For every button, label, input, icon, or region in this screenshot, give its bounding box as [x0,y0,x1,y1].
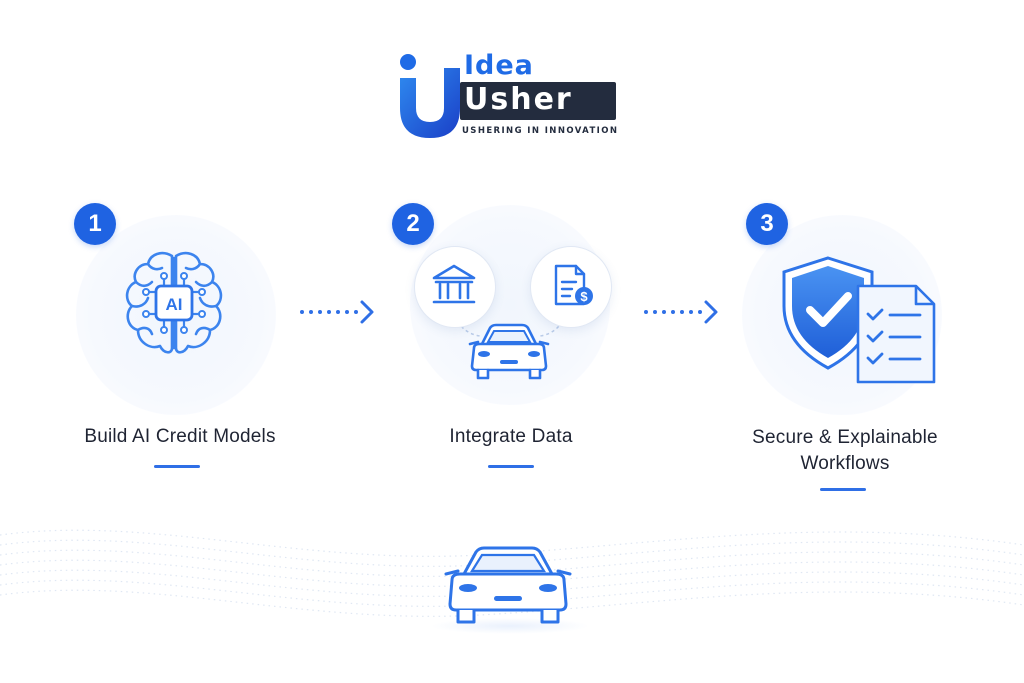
step-3-label-line-1: Secure & Explainable [752,427,938,448]
ai-brain-icon: AI [125,251,223,354]
step-1-label: Build AI Credit Models [84,426,276,447]
step-3-label: Secure & Explainable Workflows [700,425,990,477]
step-1-underline [154,465,200,468]
dotted-arrow-2-icon [644,300,718,324]
bank-icon [432,264,476,304]
step-3-underline [820,488,866,491]
logo-word-idea: Idea [464,50,534,81]
car-icon [468,323,550,380]
bank-badge [414,246,496,328]
logo-u-mark-icon [400,54,460,138]
checklist-icon [856,284,936,384]
svg-text:$: $ [580,289,588,304]
step-2-underline [488,465,534,468]
dotted-arrow-1-icon [300,300,374,324]
ai-chip-label: AI [166,295,183,314]
logo-usher-background [460,82,616,120]
shield-check-icon [782,256,874,370]
step-1-number-badge: 1 [74,203,116,245]
logo-tagline: USHERING IN INNOVATION [462,126,619,136]
company-logo: Idea Usher USHERING IN INNOVATION [398,50,618,140]
invoice-badge [530,246,612,328]
invoice-dollar-icon: $ [554,264,593,306]
logo-word-usher: Usher [464,82,573,117]
step-2-number-badge: 2 [392,203,434,245]
step-3-number-badge: 3 [746,203,788,245]
bottom-car-icon [444,546,572,624]
step-3-label-line-2: Workflows [800,453,890,474]
step-2-label: Integrate Data [449,426,573,447]
